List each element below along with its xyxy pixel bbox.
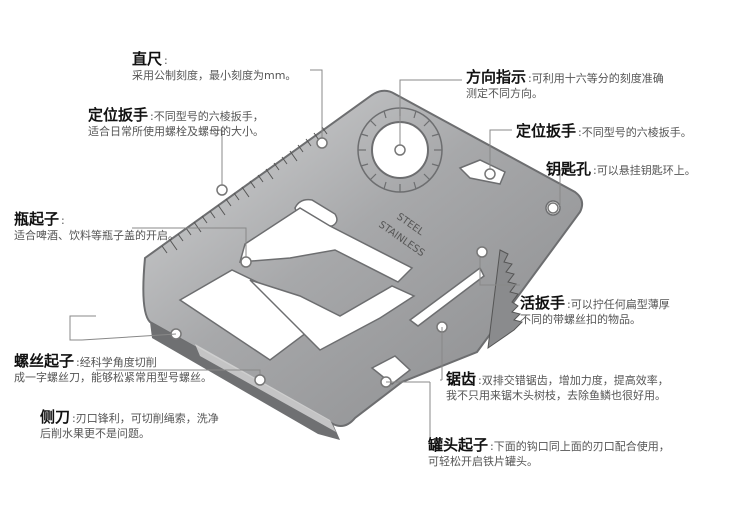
leader-extra <box>81 327 443 383</box>
label-can-opener-title: 罐头起子 <box>428 436 489 454</box>
label-ruler: 直尺: 采用公制刻度，最小刻度为mm。 <box>132 52 296 83</box>
label-adjustable-desc1: :可以拧任何扁型薄厚 <box>567 298 670 311</box>
label-saw-desc2: 我不只用来锯木头树枝，去除鱼鳞也很好用。 <box>446 389 666 402</box>
label-wrench-right-desc1: :不同型号的六棱扳手。 <box>578 126 692 139</box>
label-saw-desc1: :双排交错锯齿，增加力度，提高效率， <box>478 374 669 387</box>
label-side-blade: 侧刀:刃口锋利，可切削绳索，洗净 后削水果更不是问题。 <box>40 410 219 441</box>
label-screwdriver-desc1: :经科学角度切削 <box>76 356 157 369</box>
label-saw-title: 锯齿 <box>446 370 477 388</box>
label-bottle-opener-desc1: : <box>61 214 65 227</box>
label-saw: 锯齿:双排交错锯齿，增加力度，提高效率， 我不只用来锯木头树枝，去除鱼鳞也很好用… <box>446 372 669 403</box>
label-wrench-left-desc1: :不同型号的六棱扳手， <box>150 110 264 123</box>
label-side-blade-desc2: 后削水果更不是问题。 <box>40 427 150 440</box>
label-bottle-opener-title: 瓶起子 <box>14 210 60 228</box>
label-ruler-desc1: : <box>164 54 168 67</box>
label-bottle-opener-desc2: 适合啤酒、饮料等瓶子盖的开启。 <box>14 229 179 242</box>
label-direction: 方向指示:可利用十六等分的刻度准确 测定不同方向。 <box>466 70 664 101</box>
label-wrench-left: 定位扳手:不同型号的六棱扳手， 适合日常所使用螺栓及螺母的大小。 <box>88 108 264 139</box>
label-adjustable-wrench: 活扳手:可以拧任何扁型薄厚 不同的带螺丝扣的物品。 <box>520 296 670 327</box>
label-wrench-right-title: 定位扳手 <box>516 122 577 140</box>
label-keyhole-title: 钥匙孔 <box>546 160 592 178</box>
label-wrench-left-desc2: 适合日常所使用螺栓及螺母的大小。 <box>88 125 264 138</box>
label-can-opener-desc2: 可轻松开启铁片罐头。 <box>428 455 538 468</box>
label-can-opener: 罐头起子:下面的钩口同上面的刃口配合使用， 可轻松开启铁片罐头。 <box>428 438 670 469</box>
label-side-blade-desc1: :刃口锋利，可切削绳索，洗净 <box>72 412 219 425</box>
leader-dots <box>170 137 559 388</box>
label-direction-desc1: :可利用十六等分的刻度准确 <box>528 72 664 85</box>
side-blade-bevel <box>195 344 336 432</box>
label-side-blade-title: 侧刀 <box>40 408 71 426</box>
label-screwdriver: 螺丝起子:经科学角度切削 成一字螺丝刀，能够松紧常用型号螺丝。 <box>14 354 212 385</box>
ruler-ticks <box>161 126 328 254</box>
card-cutouts <box>178 159 561 385</box>
label-direction-title: 方向指示 <box>466 68 527 86</box>
label-can-opener-desc1: :下面的钩口同上面的刃口配合使用， <box>490 440 670 453</box>
label-bottle-opener: 瓶起子: 适合啤酒、饮料等瓶子盖的开启。 <box>14 212 179 243</box>
label-screwdriver-desc2: 成一字螺丝刀，能够松紧常用型号螺丝。 <box>14 371 212 384</box>
label-direction-desc2: 测定不同方向。 <box>466 87 543 100</box>
label-adjustable-title: 活扳手 <box>520 294 566 312</box>
label-wrench-right: 定位扳手:不同型号的六棱扳手。 <box>516 124 692 140</box>
label-keyhole: 钥匙孔:可以悬挂钥匙环上。 <box>546 162 696 178</box>
label-ruler-desc2: 采用公制刻度，最小刻度为mm。 <box>132 69 297 82</box>
label-keyhole-desc1: :可以悬挂钥匙环上。 <box>593 164 696 177</box>
saw-teeth <box>487 249 523 350</box>
label-ruler-title: 直尺 <box>132 50 163 68</box>
label-screwdriver-title: 螺丝起子 <box>14 352 75 370</box>
label-wrench-left-title: 定位扳手 <box>88 106 149 124</box>
label-adjustable-desc2: 不同的带螺丝扣的物品。 <box>520 313 641 326</box>
